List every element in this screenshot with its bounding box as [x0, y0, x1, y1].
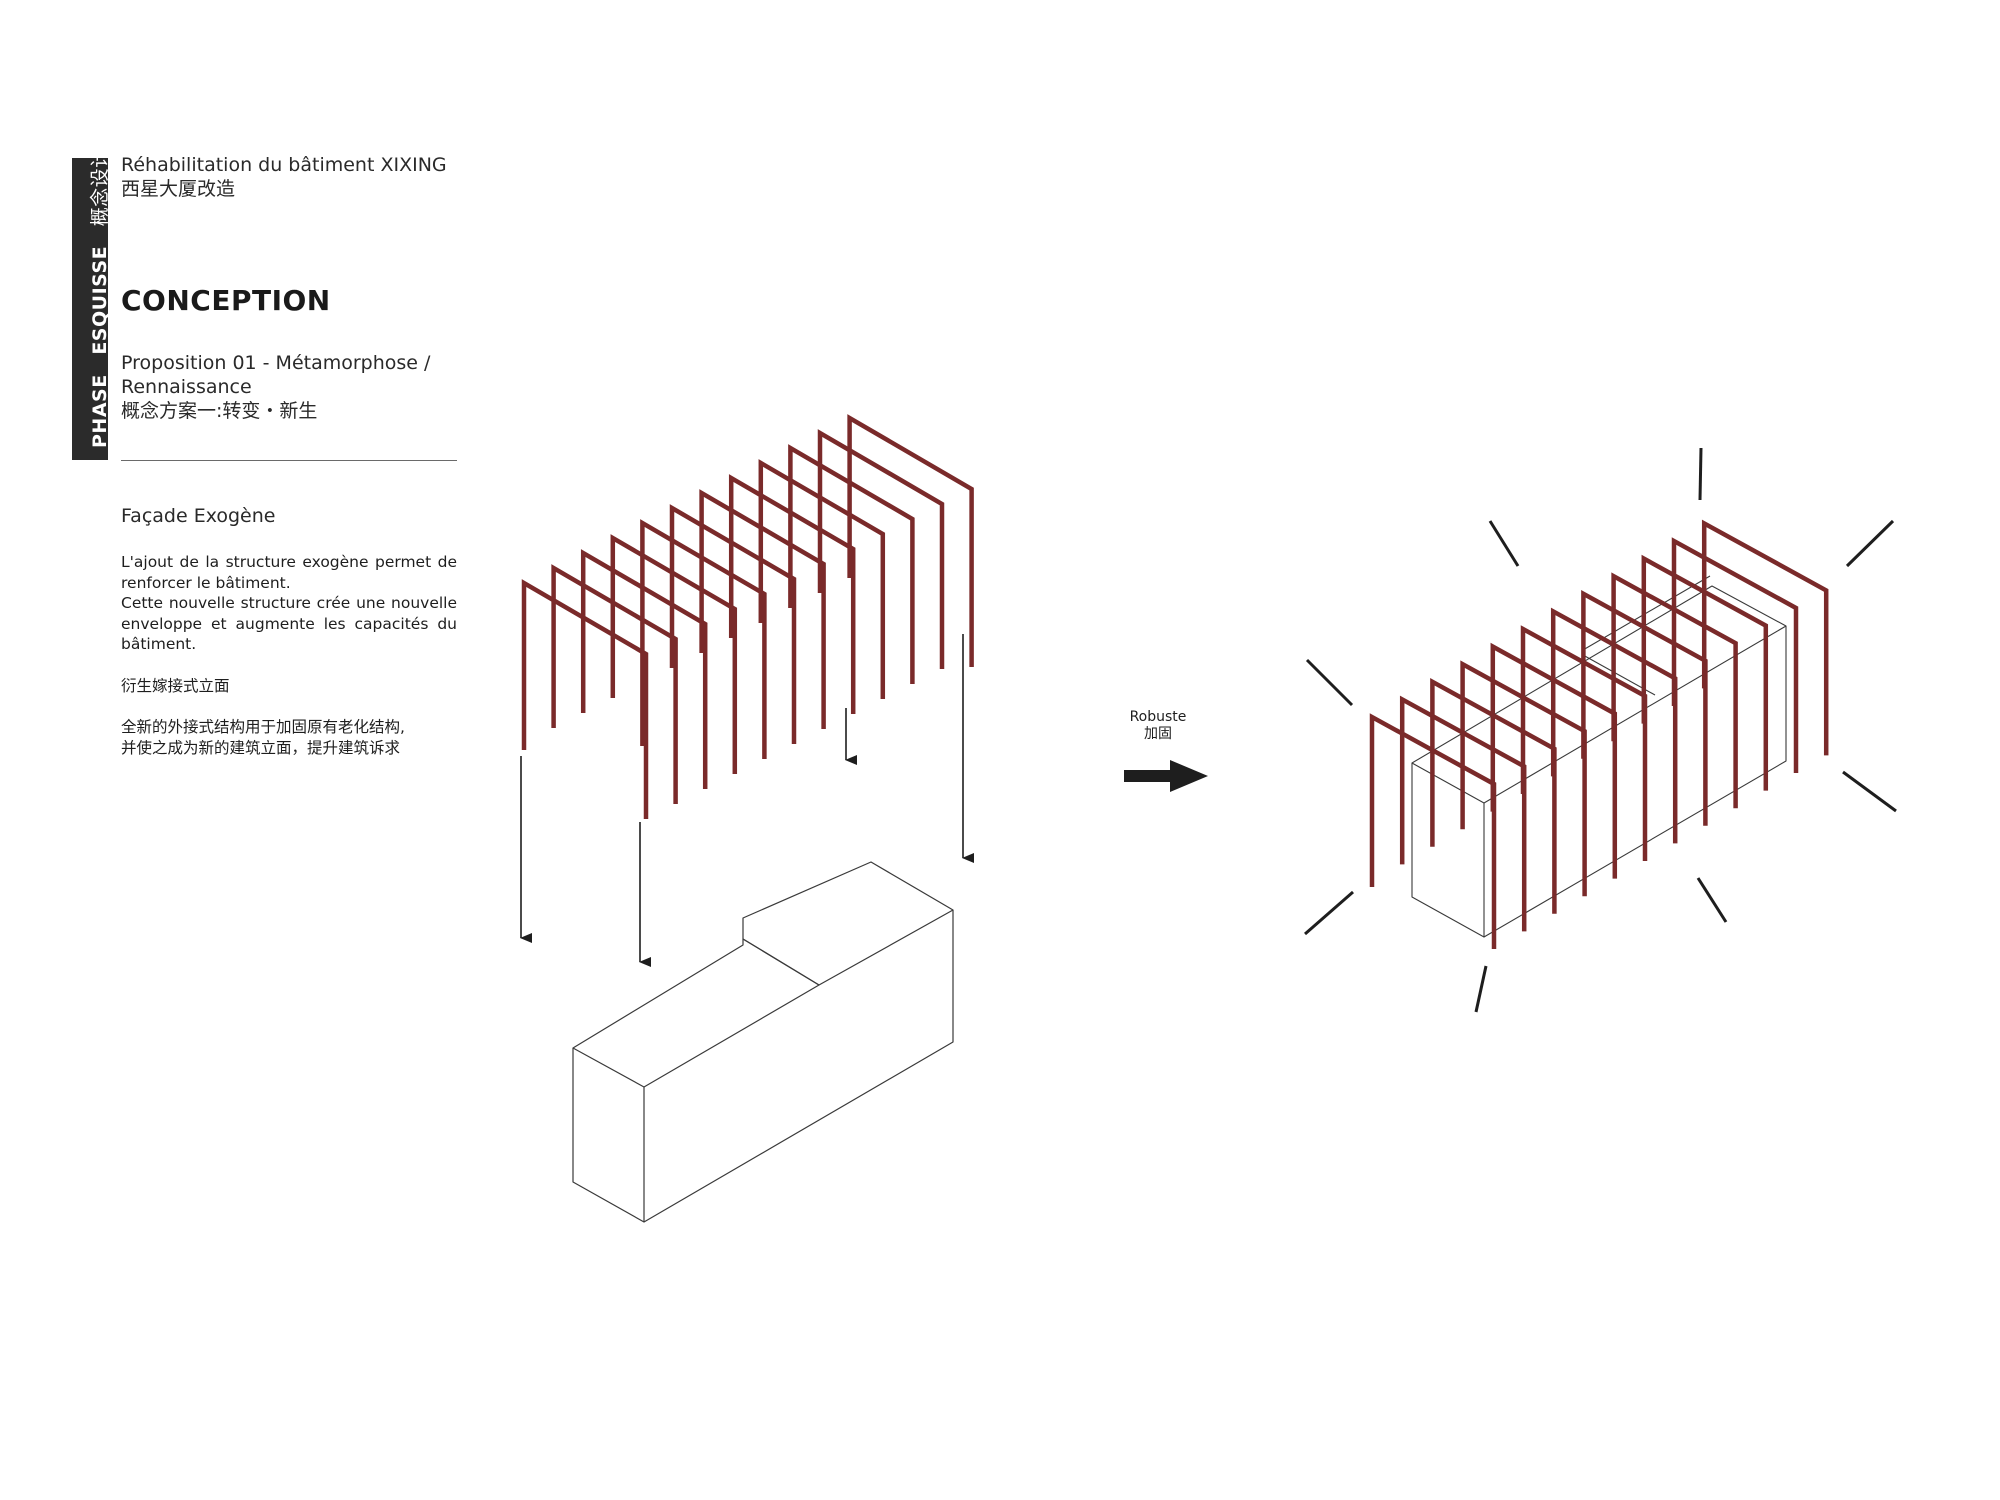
para-fr-2: Cette nouvelle structure crée une nouvel… — [121, 594, 457, 653]
ray-top — [1698, 447, 1703, 501]
drop-arrows — [520, 634, 974, 967]
transition-label-fr: Robuste — [1129, 709, 1187, 725]
transition-arrow — [1124, 760, 1208, 792]
para-cn-1: 全新的外接式结构用于加固原有老化结构, — [121, 718, 405, 736]
proposition-line1: Proposition 01 - Métamorphose / — [121, 352, 431, 374]
proposition-line2: Rennaissance — [121, 376, 252, 398]
para-fr-1: L'ajout de la structure exogène permet d… — [121, 553, 457, 592]
radiating-strokes — [1304, 447, 1897, 1013]
phase-tab — [72, 158, 108, 460]
exogenous-frame-right — [1369, 519, 1829, 949]
ray-left — [1305, 658, 1354, 707]
merged-building — [1411, 575, 1787, 938]
proposition-cn: 概念方案一:转变・新生 — [121, 400, 318, 422]
divider — [121, 460, 457, 461]
ray-bottom-right — [1696, 877, 1728, 923]
project-title-fr: Réhabilitation du bâtiment XIXING — [121, 154, 447, 176]
project-title-cn: 西星大厦改造 — [121, 178, 236, 200]
merged-block-side — [1483, 626, 1787, 938]
ray-top-left — [1488, 520, 1520, 567]
merged-block-front — [1411, 763, 1485, 938]
exogenous-frame-left — [521, 414, 974, 819]
frameLeft-portal — [817, 429, 945, 669]
existing-building — [572, 861, 954, 1223]
para-cn-2: 并使之成为新的建筑立面，提升建筑诉求 — [121, 739, 401, 757]
merged-roof-step-2 — [1582, 575, 1711, 655]
building-front-end — [572, 1048, 645, 1223]
section-paragraph-fr: L'ajout de la structure exogène permet d… — [121, 552, 457, 655]
building-top-high — [742, 861, 954, 986]
transition-label-cn: 加固 — [1144, 726, 1172, 742]
ray-right — [1842, 770, 1897, 813]
building-top-low — [572, 938, 820, 1088]
page-title: CONCEPTION — [121, 284, 331, 317]
ray-bottom — [1474, 965, 1488, 1013]
building-long-face — [643, 910, 954, 1223]
section-subtitle-cn: 衍生嫁接式立面 — [121, 677, 230, 695]
frameRight-portal — [1701, 519, 1829, 756]
frameRight-portal — [1671, 537, 1799, 773]
frameLeft-portal — [847, 414, 974, 667]
ray-bottom-left — [1304, 890, 1354, 936]
ray-top-right — [1845, 519, 1895, 568]
section-title: Façade Exogène — [121, 505, 276, 527]
transition-label: Robuste 加固 — [1108, 709, 1208, 743]
